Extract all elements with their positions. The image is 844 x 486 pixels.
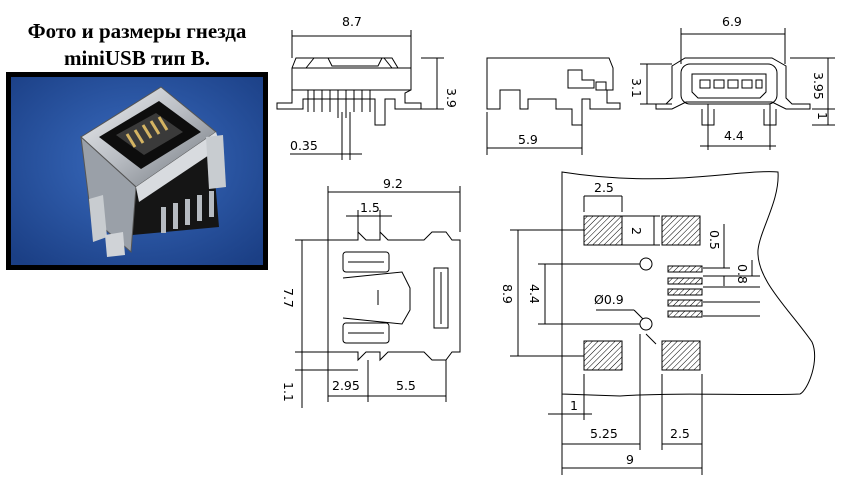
dim-pcb-pad-height: 2 [629,227,644,235]
back-view [640,28,835,150]
dim-pcb-outer-span: 8.9 [500,284,515,304]
dim-back-height: 3.1 [629,78,644,98]
dim-side-length: 5.9 [518,132,538,147]
dim-pcb-hole-span: 4.4 [527,284,542,304]
dim-front-pin: 0.35 [290,138,318,153]
dim-top-tab: 1.1 [281,382,296,402]
pcb-pads [583,215,703,371]
pcb-footprint [510,171,816,475]
dim-back-width: 6.9 [722,14,742,29]
pcb-holes [639,257,653,331]
dim-top-b: 5.5 [396,378,416,393]
dim-top-width: 7.7 [281,288,296,308]
dim-pcb-525: 5.25 [590,426,618,441]
connector-photo [6,72,268,270]
dim-pcb-pin-width: 0.5 [707,230,722,250]
page-title: Фото и размеры гнезда miniUSB тип B. [6,18,268,72]
dim-back-pin-offset: 1 [815,112,830,120]
top-view [295,186,461,408]
dim-back-total-height: 3.95 [811,72,826,100]
title-line-1: Фото и размеры гнезда [27,19,247,43]
dim-pcb-25b: 2.5 [670,426,690,441]
dim-pcb-pad-width: 2.5 [594,180,614,195]
dim-top-length: 9.2 [383,176,403,191]
connector-photo-image [11,77,263,265]
dim-pcb-pin-pitch: 0.8 [735,264,750,284]
title-line-2: miniUSB тип B. [64,46,210,70]
dim-back-pin-span: 4.4 [724,128,744,143]
dim-top-small: 1.5 [360,200,380,215]
dim-pcb-1: 1 [570,398,578,413]
dim-pcb-hole-diameter: Ø0.9 [594,292,624,307]
front-view [276,30,444,160]
dim-front-height: 3.9 [444,88,459,108]
dim-top-a: 2.95 [332,378,360,393]
dim-pcb-9: 9 [626,452,634,467]
side-view [486,57,621,155]
dim-front-width: 8.7 [342,14,362,29]
